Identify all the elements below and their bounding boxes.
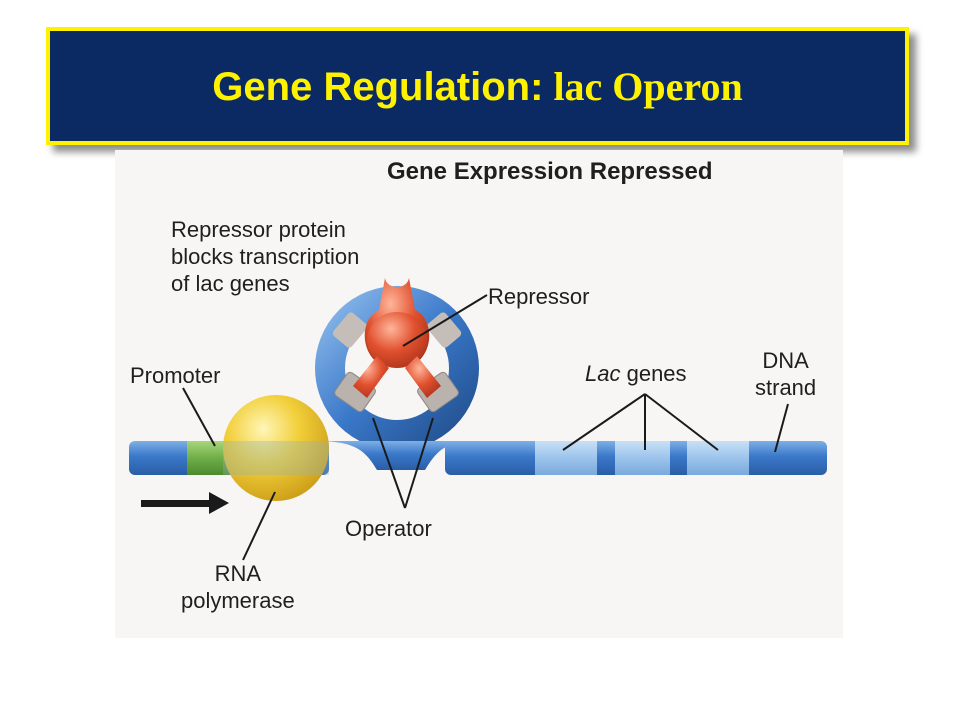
repressor-note-line-1: Repressor protein — [171, 217, 346, 242]
rna-polymerase-line-2: polymerase — [181, 588, 295, 613]
leader-lac-3 — [644, 393, 719, 451]
polymerase-dna-overlay — [223, 441, 329, 475]
promoter-label: Promoter — [130, 363, 221, 388]
repressor-note-line-2: blocks transcription — [171, 244, 360, 269]
title-sub: lac Operon — [553, 63, 743, 109]
rna-polymerase-ball — [223, 395, 329, 501]
leader-rna-polymerase — [242, 491, 276, 561]
leader-dna-strand — [774, 403, 789, 453]
dna-strand-label: DNA strand — [755, 347, 816, 401]
lac-gene-2 — [615, 441, 670, 475]
operator-label: Operator — [345, 516, 432, 541]
leader-operator-right — [404, 417, 434, 509]
lac-gene-3 — [687, 441, 749, 475]
leader-repressor — [402, 294, 488, 347]
repressor-note: Repressor protein blocks transcription o… — [171, 216, 359, 297]
leader-lac-1 — [562, 393, 646, 451]
repressor-label: Repressor — [488, 284, 590, 309]
lac-operon-figure: Gene Expression Repressed Repressor prot… — [115, 150, 843, 638]
lac-genes-italic: Lac — [585, 361, 621, 386]
lac-genes-label: Lac genes — [585, 360, 687, 387]
operator-band-top-right — [426, 312, 462, 348]
lac-gene-1 — [535, 441, 597, 475]
operon-diagram — [129, 278, 827, 561]
rna-polymerase-line-1: RNA — [214, 561, 262, 586]
lac-genes-rest: genes — [620, 361, 687, 386]
repressor-protein — [353, 278, 441, 398]
rna-polymerase-label: RNA polymerase — [181, 560, 295, 614]
title-banner: Gene Regulation:lac Operon — [46, 27, 909, 145]
leader-promoter — [182, 387, 216, 447]
transcription-arrow — [141, 492, 229, 514]
dna-loop-join — [315, 441, 475, 470]
slide-title: Gene Regulation:lac Operon — [212, 63, 742, 110]
dna-strand-line-2: strand — [755, 375, 817, 400]
leader-operator-left — [372, 417, 406, 509]
figure-heading: Gene Expression Repressed — [387, 158, 713, 185]
operator-band-top-left — [332, 312, 368, 348]
title-main: Gene Regulation: — [212, 64, 544, 109]
repressor-note-line-3: of lac genes — [171, 271, 290, 296]
dna-strand-line-1: DNA — [762, 348, 809, 373]
